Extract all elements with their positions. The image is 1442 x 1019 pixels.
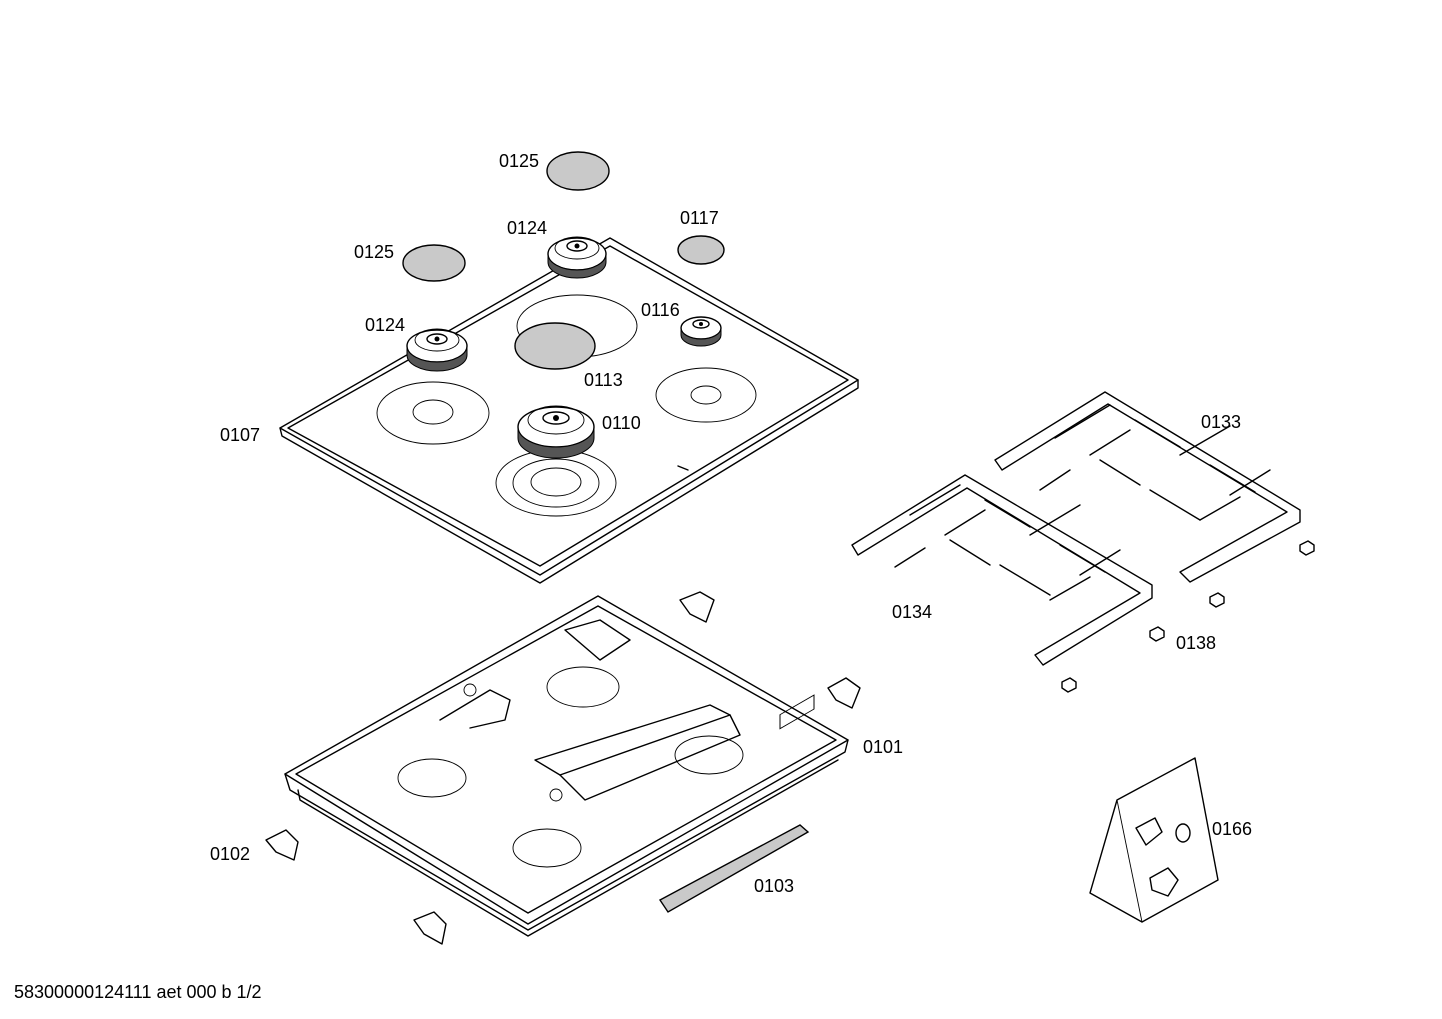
accessory-bag-0166	[1089, 757, 1219, 923]
burner-crown-0116	[680, 316, 722, 347]
label-0110: 0110	[602, 413, 641, 433]
label-0102: 0102	[210, 844, 251, 864]
label-0166: 0166	[1212, 819, 1253, 839]
label-0101: 0101	[863, 737, 904, 757]
label-0117: 0117	[680, 208, 719, 228]
label-0116: 0116	[641, 300, 680, 320]
burner-crown-0124-left	[406, 328, 468, 372]
seal-strip-0103	[658, 824, 810, 913]
label-0124-top: 0124	[507, 218, 548, 238]
rubber-feet-0138	[1061, 540, 1315, 693]
burner-crown-0110	[517, 405, 595, 459]
label-0134: 0134	[892, 602, 933, 622]
burner-cap-0113	[514, 322, 596, 370]
label-0113: 0113	[584, 370, 623, 390]
label-0107: 0107	[220, 425, 261, 445]
label-0133: 0133	[1201, 412, 1242, 432]
pan-support-0134	[851, 474, 1153, 666]
document-code: 58300000124111 aet 000 b 1/2	[14, 982, 262, 1002]
label-0138: 0138	[1176, 633, 1217, 653]
label-0103: 0103	[754, 876, 795, 896]
burner-cap-0117	[677, 235, 725, 265]
label-0125-left: 0125	[354, 242, 395, 262]
burner-crown-0124-top	[547, 236, 607, 279]
burner-cap-0125-left	[402, 244, 466, 282]
clip-0101	[265, 591, 861, 945]
hob-base-tray	[284, 595, 849, 937]
burner-cap-0125-top	[546, 151, 610, 191]
label-0124-left: 0124	[365, 315, 406, 335]
pan-support-0133	[994, 391, 1301, 583]
label-0125-top: 0125	[499, 151, 540, 171]
